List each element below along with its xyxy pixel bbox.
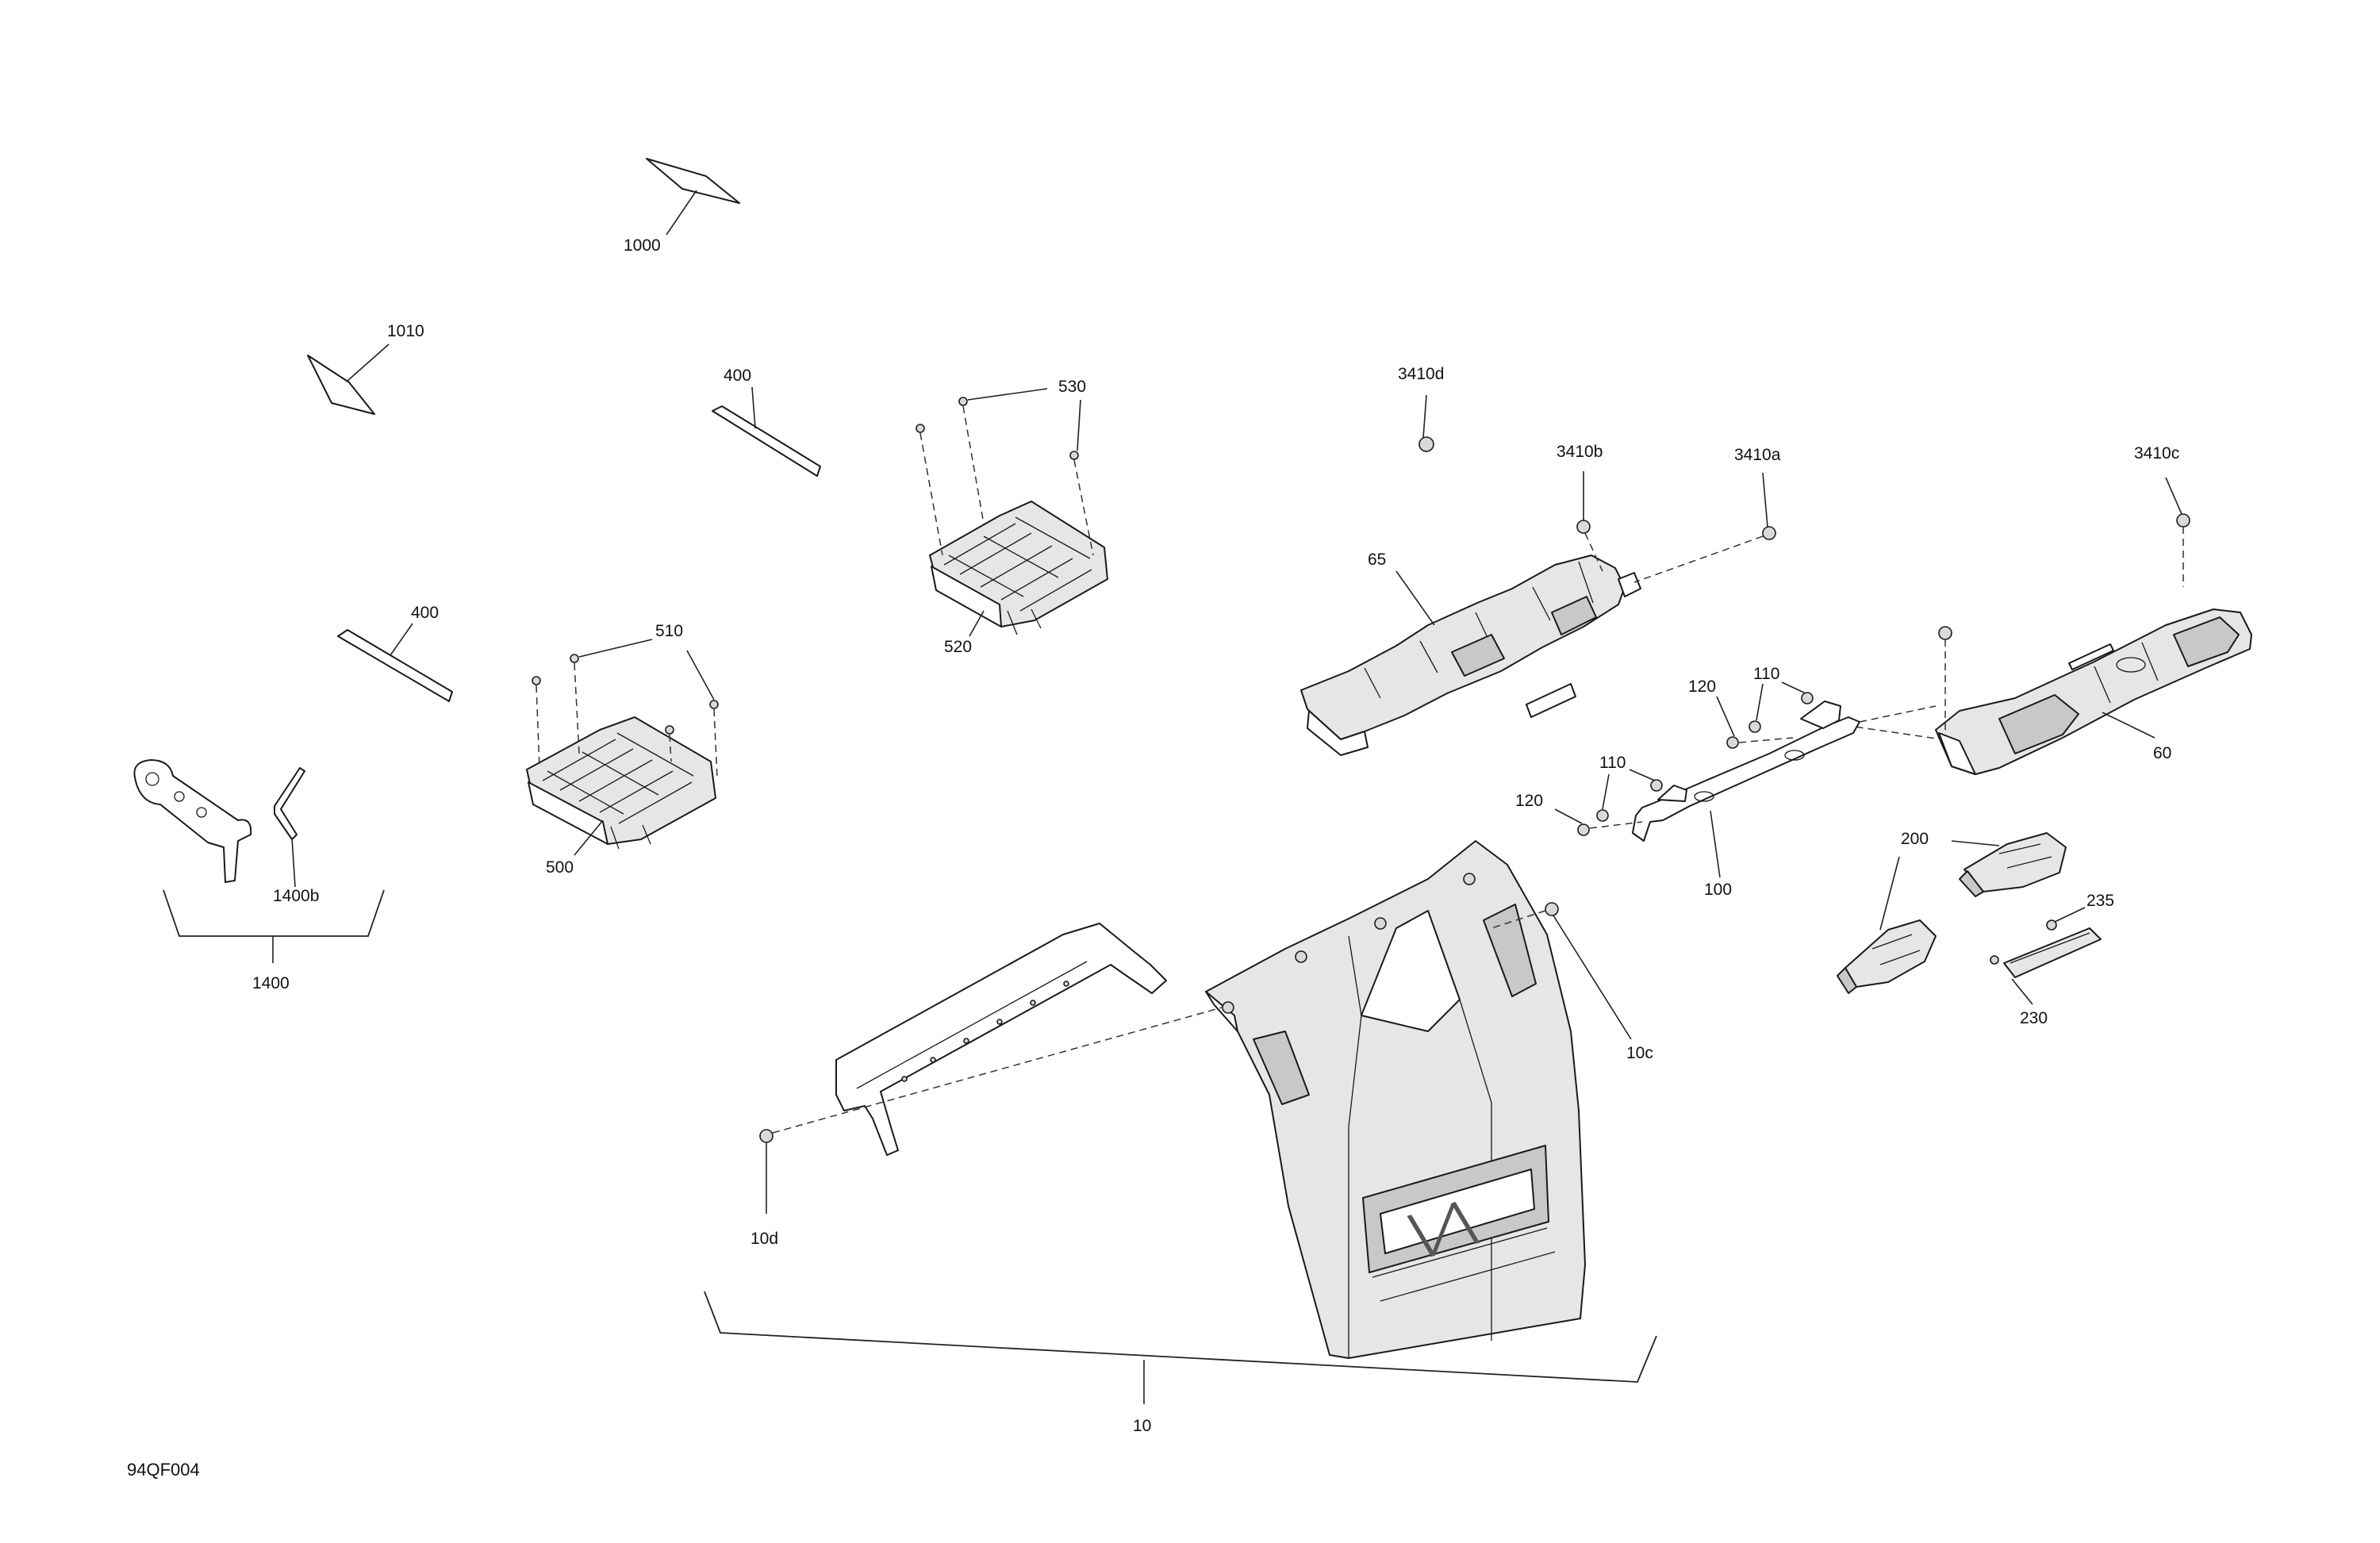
callout-60: 60 (2153, 744, 2171, 762)
callout-530: 530 (1058, 378, 1086, 396)
callout-120-upper: 120 (1688, 677, 1716, 696)
callout-235: 235 (2086, 892, 2114, 910)
callout-3410c: 3410c (2134, 444, 2179, 463)
part-230-reflector (1990, 907, 2102, 1005)
part-110-120-hardware (1554, 681, 1814, 836)
part-400-lower-strip (337, 623, 453, 702)
callout-1000: 1000 (624, 236, 661, 255)
callout-230: 230 (2020, 1009, 2048, 1027)
bracket-10 (704, 1291, 1657, 1404)
callout-3410d: 3410d (1398, 365, 1444, 383)
part-510-screws (532, 639, 719, 778)
callout-110-upper: 110 (1753, 665, 1779, 683)
part-1400-tool-kit (133, 759, 305, 888)
part-100-light-bracket (1632, 700, 1937, 878)
part-10-rear-panel: ╲╱╲ (1205, 840, 1586, 1359)
part-65-rear-rail (1300, 555, 1641, 756)
callout-100: 100 (1704, 881, 1732, 899)
part-500-cargo-rack-lower (526, 716, 716, 856)
callout-1400: 1400 (252, 974, 290, 992)
callout-1400b: 1400b (273, 887, 319, 905)
part-200-tail-lights (1837, 832, 2067, 994)
part-1010-decal (307, 344, 390, 415)
callout-520: 520 (944, 638, 972, 656)
callout-10c: 10c (1626, 1044, 1653, 1062)
callout-10: 10 (1133, 1417, 1151, 1435)
callout-65: 65 (1368, 551, 1386, 569)
callout-400-upper: 400 (724, 367, 751, 385)
callout-500: 500 (546, 858, 574, 877)
part-10-mounting-bracket (835, 923, 1167, 1156)
part-3410-fasteners (1418, 394, 2190, 587)
bracket-1400 (163, 889, 385, 963)
callout-400-lower: 400 (411, 604, 439, 622)
callout-10d: 10d (750, 1230, 778, 1248)
part-530-screws (916, 388, 1094, 556)
callout-1010: 1010 (387, 322, 424, 340)
callout-3410b: 3410b (1557, 443, 1603, 461)
part-10c-10d-fasteners (759, 902, 1632, 1214)
diagram-reference-code: 94QF004 (127, 1460, 200, 1480)
callout-3410a: 3410a (1734, 446, 1781, 464)
part-60-tail-light-housing (1832, 608, 2252, 775)
callout-120-lower: 120 (1515, 792, 1543, 810)
callout-510: 510 (655, 622, 683, 640)
callout-110-lower: 110 (1599, 754, 1626, 772)
part-520-cargo-rack-upper (929, 501, 1108, 637)
part-400-upper-strip (712, 386, 821, 477)
part-1000-decal (646, 158, 740, 236)
callout-200: 200 (1901, 830, 1929, 848)
